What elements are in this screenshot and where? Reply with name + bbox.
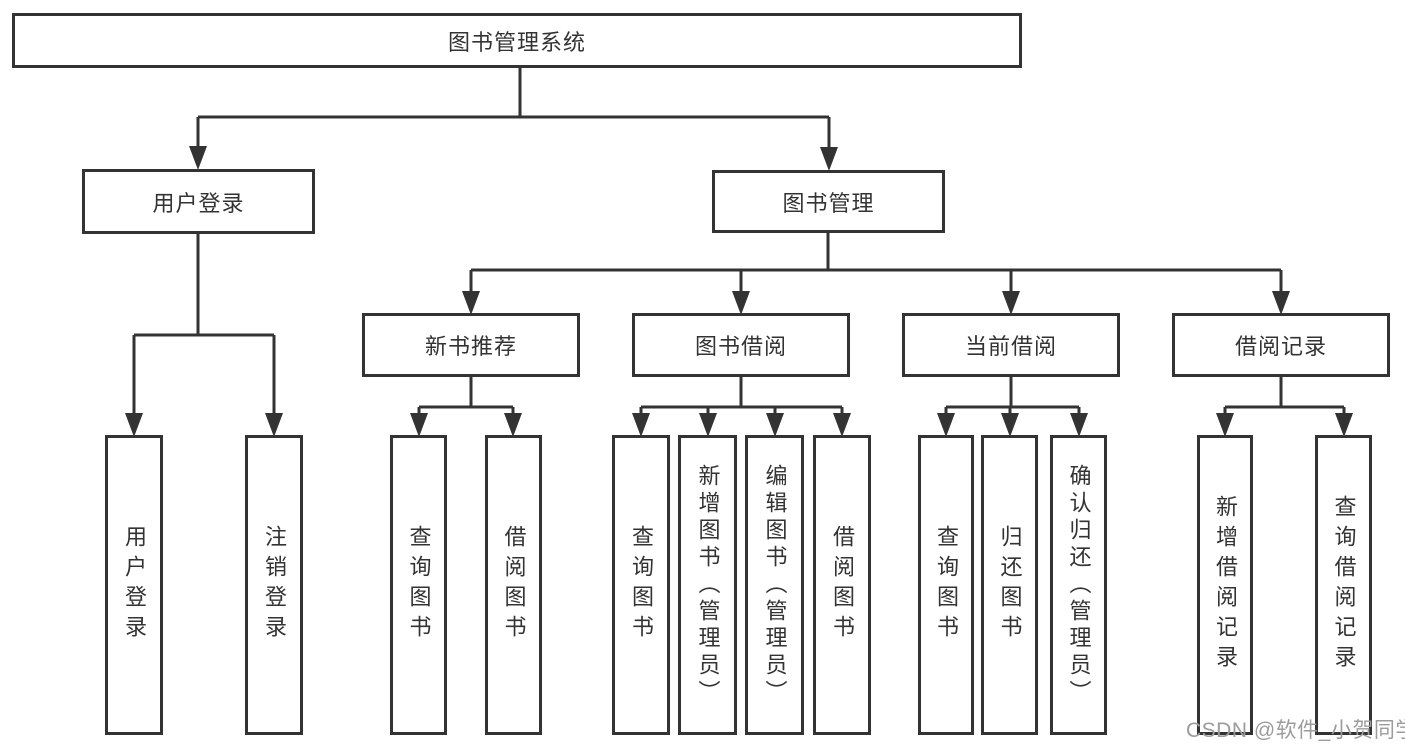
node-leaf-bb-borrow-books: 借阅图书 (813, 435, 871, 735)
connector-current-borrow-to-leaves (937, 377, 1088, 437)
node-root: 图书管理系统 (12, 13, 1022, 68)
node-leaf-bb-add-books-admin: 新增图书（管理员） (678, 435, 737, 735)
node-leaf-br-query-record: 查询借阅记录 (1315, 435, 1372, 735)
node-leaf-cb-confirm-return-admin: 确认归还（管理员） (1050, 435, 1107, 735)
connector-book-borrow-to-leaves (632, 377, 851, 437)
node-leaf-bb-query-books: 查询图书 (612, 435, 670, 735)
connector-new-book-rec-to-leaves (410, 377, 522, 437)
node-user-login: 用户登录 (82, 169, 315, 234)
watermark: CSDN @软件_小贺同学 (1186, 719, 1405, 742)
node-book-mgmt: 图书管理 (712, 170, 945, 233)
node-leaf-bb-edit-books-admin: 编辑图书（管理员） (745, 435, 804, 735)
node-borrow-record: 借阅记录 (1172, 313, 1390, 377)
node-book-borrow: 图书借阅 (632, 313, 850, 377)
node-leaf-user-login: 用户登录 (105, 435, 163, 735)
node-current-borrow: 当前借阅 (902, 313, 1120, 377)
node-leaf-br-add-record: 新增借阅记录 (1197, 435, 1253, 735)
node-new-book-rec: 新书推荐 (362, 313, 580, 377)
connector-user-login-to-leaves (125, 234, 283, 437)
node-leaf-cb-query-books: 查询图书 (918, 435, 974, 735)
node-leaf-nbr-borrow-books: 借阅图书 (485, 435, 542, 735)
connector-borrow-record-to-leaves (1216, 377, 1353, 437)
connector-book-mgmt-to-modules (462, 233, 1290, 315)
node-leaf-cb-return-books: 归还图书 (981, 435, 1038, 735)
node-leaf-logout: 注销登录 (245, 435, 303, 735)
node-leaf-nbr-query-books: 查询图书 (390, 435, 447, 735)
connector-root-to-level2 (189, 68, 838, 171)
